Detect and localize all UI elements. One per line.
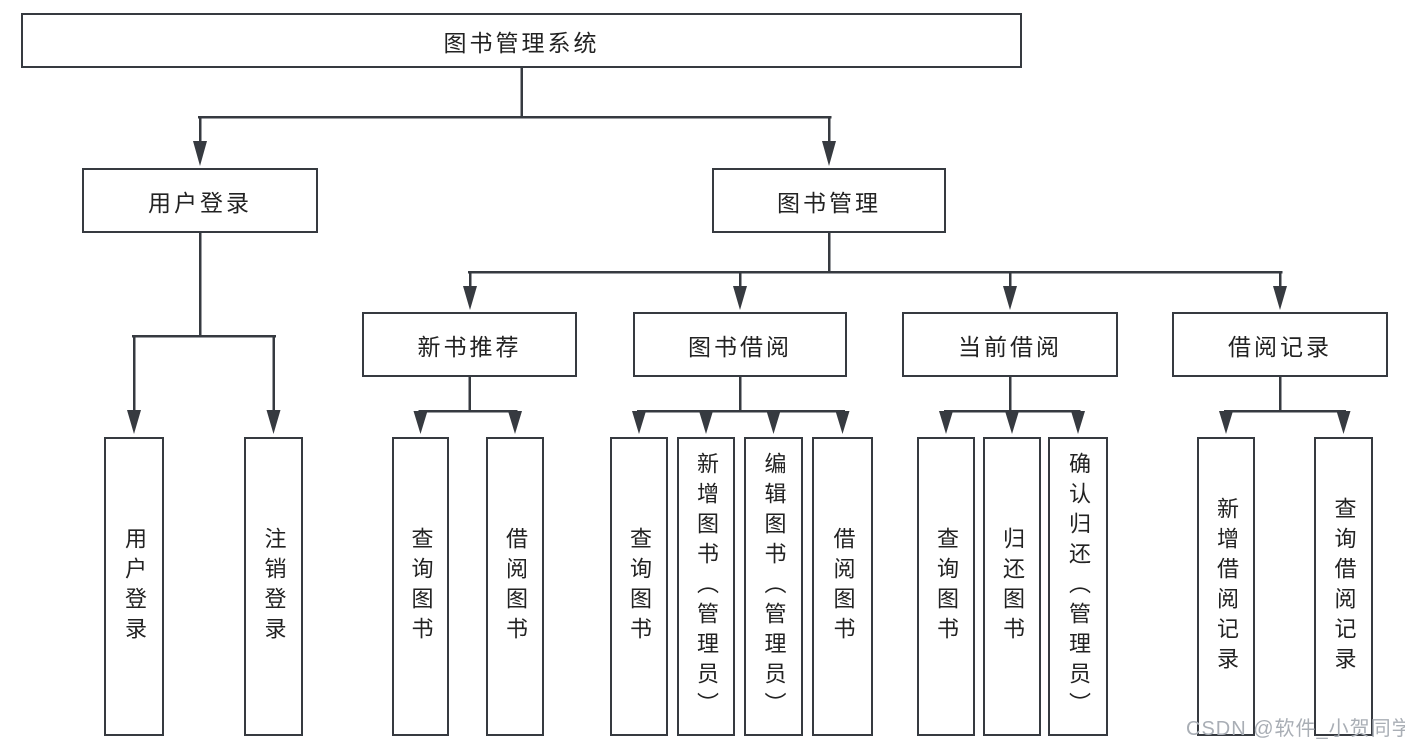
node-new-book-recommendation: 新书推荐 xyxy=(362,312,577,377)
leaf-confirm-return-admin: 确认归还（管理员） xyxy=(1048,437,1108,736)
leaf-borrow-books-recommend: 借阅图书 xyxy=(486,437,544,736)
node-book-borrowing: 图书借阅 xyxy=(633,312,847,377)
node-user-login: 用户登录 xyxy=(82,168,318,233)
leaf-return-book: 归还图书 xyxy=(983,437,1041,736)
leaf-query-books-borrowing: 查询图书 xyxy=(610,437,668,736)
leaf-add-book-admin: 新增图书（管理员） xyxy=(677,437,735,736)
leaf-edit-book-admin: 编辑图书（管理员） xyxy=(744,437,803,736)
csdn-watermark: CSDN @软件_小贺同学 xyxy=(1186,718,1405,740)
leaf-user-login: 用户登录 xyxy=(104,437,164,736)
tree-edges xyxy=(131,66,1346,415)
node-library-management-system: 图书管理系统 xyxy=(21,13,1022,68)
leaf-add-borrow-record: 新增借阅记录 xyxy=(1197,437,1255,736)
arrowheads xyxy=(127,141,1351,434)
leaf-borrow-books-borrowing: 借阅图书 xyxy=(812,437,873,736)
node-borrowing-records: 借阅记录 xyxy=(1172,312,1388,377)
node-current-borrowing: 当前借阅 xyxy=(902,312,1118,377)
node-book-management: 图书管理 xyxy=(712,168,946,233)
leaf-query-books-current: 查询图书 xyxy=(917,437,975,736)
leaf-query-books-recommend: 查询图书 xyxy=(392,437,449,736)
leaf-query-borrow-record: 查询借阅记录 xyxy=(1314,437,1373,736)
leaf-logout: 注销登录 xyxy=(244,437,303,736)
